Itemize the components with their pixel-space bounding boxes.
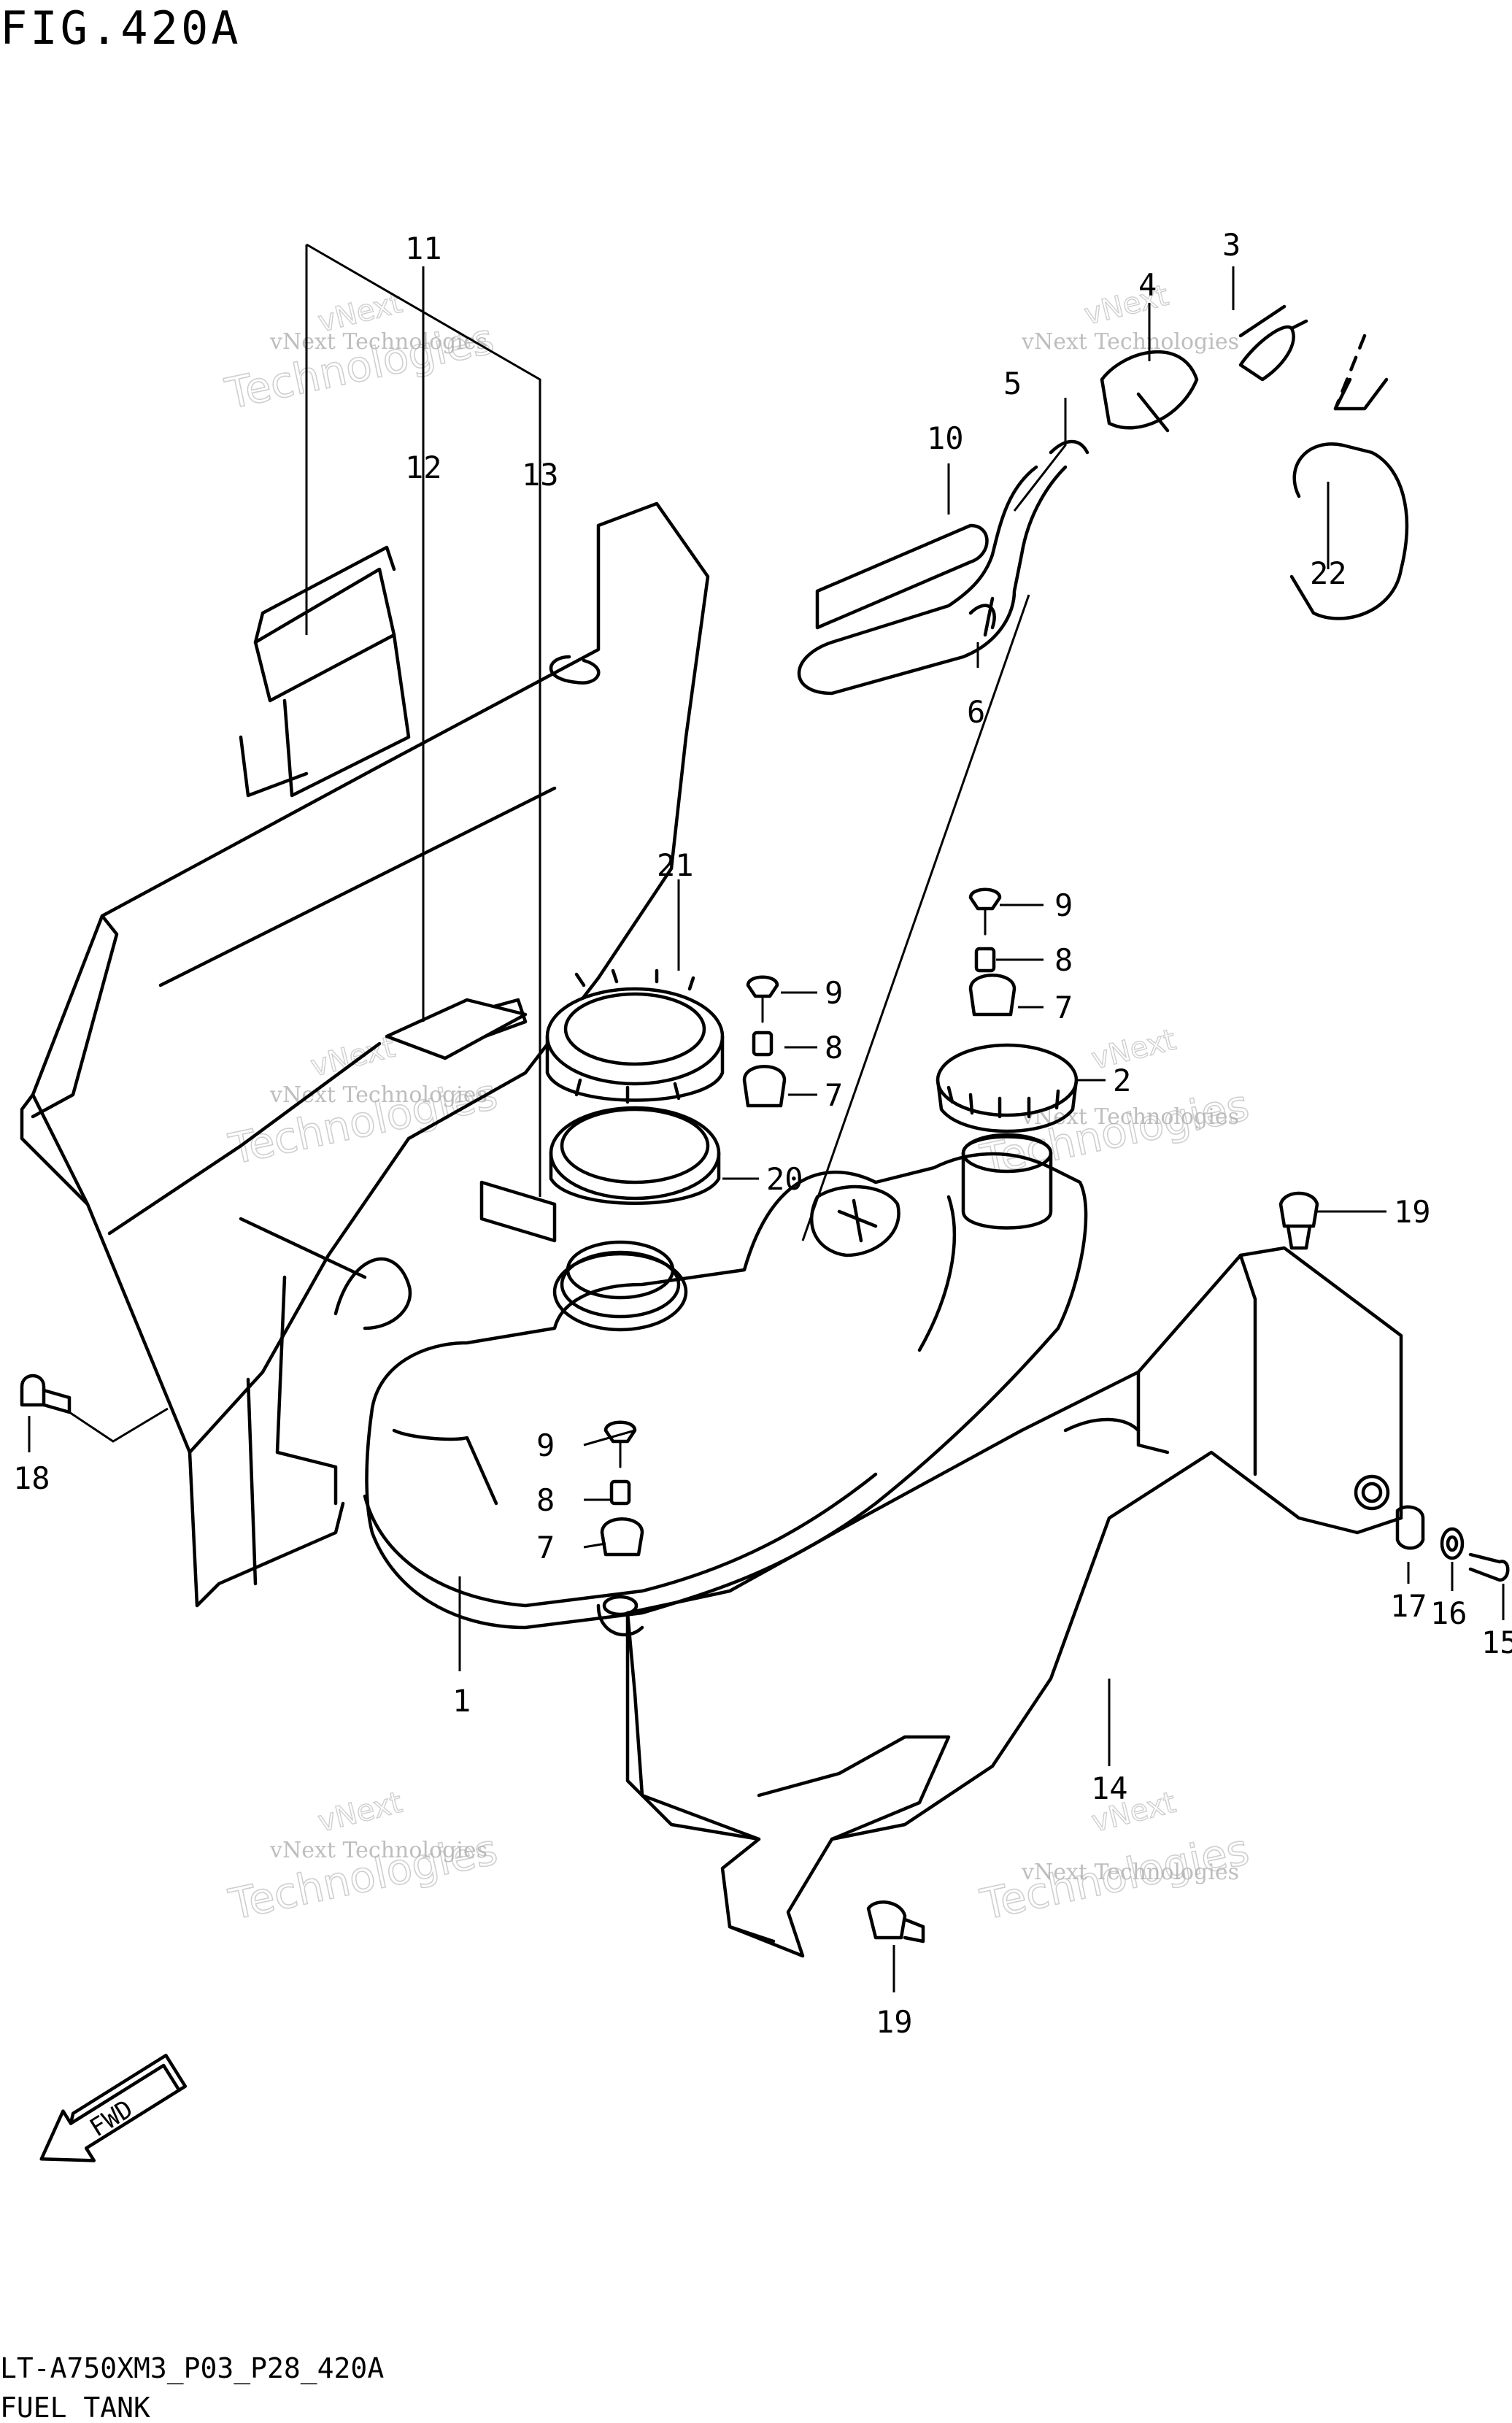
clip-19-lower bbox=[866, 1900, 925, 1944]
svg-text:vNext Technologies: vNext Technologies bbox=[269, 1838, 487, 1863]
callout-5: 5 bbox=[1003, 366, 1022, 401]
screw-set-upper-mid bbox=[742, 975, 787, 1108]
callout-15: 15 bbox=[1481, 1625, 1512, 1660]
callout-9-a: 9 bbox=[1054, 887, 1073, 923]
callout-7-b: 7 bbox=[825, 1077, 843, 1113]
collar-17 bbox=[1395, 1505, 1425, 1550]
leader-lines bbox=[28, 266, 1505, 1992]
bracket-lines-11-13 bbox=[305, 243, 541, 1197]
washer-16 bbox=[1440, 1527, 1465, 1560]
callout-12: 12 bbox=[405, 450, 442, 485]
svg-text:vNext Technologies: vNext Technologies bbox=[1021, 1860, 1239, 1885]
drawing-code: LT-A750XM3_P03_P28_420A bbox=[0, 2352, 384, 2385]
gasket-20 bbox=[549, 1106, 721, 1205]
frame-cover-14 bbox=[625, 1246, 1403, 1958]
watermark-low-left: vNext vNext Technologies Technologies bbox=[224, 1785, 502, 1930]
callout-13: 13 bbox=[522, 457, 559, 493]
callout-19-a: 19 bbox=[1394, 1194, 1431, 1230]
figure-caption: FUEL TANK bbox=[0, 2392, 150, 2423]
svg-text:vNext Technologies: vNext Technologies bbox=[1021, 329, 1239, 355]
callout-17: 17 bbox=[1390, 1588, 1427, 1624]
callout-11: 11 bbox=[405, 231, 442, 266]
callout-3: 3 bbox=[1222, 227, 1241, 263]
watermark-low-right: vNext vNext Technologies Technologies bbox=[976, 1785, 1254, 1930]
callout-9-b: 9 bbox=[825, 975, 843, 1011]
svg-text:vNext: vNext bbox=[307, 1031, 398, 1084]
side-cover-13 bbox=[20, 501, 710, 1608]
fuel-filler-neck bbox=[961, 1133, 1053, 1230]
clip-19-upper bbox=[1278, 1191, 1319, 1250]
callout-22: 22 bbox=[1310, 555, 1347, 591]
svg-text:vNext: vNext bbox=[1081, 279, 1172, 332]
screw-set-upper-right bbox=[968, 887, 1017, 1017]
callout-8-b: 8 bbox=[825, 1030, 843, 1066]
callout-labels: 1 2 3 4 5 6 7 7 7 8 8 8 9 9 9 10 11 12 1… bbox=[13, 227, 1512, 2040]
callout-19-b: 19 bbox=[876, 2004, 913, 2040]
svg-text:vNext: vNext bbox=[1088, 1023, 1179, 1076]
watermark-top-right: vNext vNext Technologies bbox=[1021, 278, 1239, 355]
svg-text:vNext: vNext bbox=[315, 1786, 406, 1839]
fuel-tank-1 bbox=[363, 1152, 1088, 1637]
callout-4: 4 bbox=[1138, 267, 1157, 303]
bolt-18 bbox=[20, 1374, 72, 1414]
callout-2: 2 bbox=[1113, 1063, 1131, 1098]
breather-hose-group bbox=[797, 304, 1409, 696]
callout-14: 14 bbox=[1091, 1771, 1128, 1806]
fwd-arrow-icon: FWD bbox=[39, 2054, 188, 2162]
pad-12 bbox=[385, 998, 528, 1060]
svg-text:Technologies: Technologies bbox=[976, 1825, 1254, 1930]
callout-9-c: 9 bbox=[536, 1428, 555, 1463]
svg-text:vNext Technologies: vNext Technologies bbox=[269, 1082, 487, 1108]
callout-1: 1 bbox=[452, 1683, 471, 1719]
fuel-cap-2 bbox=[936, 1043, 1079, 1133]
lock-ring-21 bbox=[545, 968, 725, 1104]
watermark-group: vNext vNext Technologies Technologies vN… bbox=[220, 278, 1254, 1930]
callout-8-c: 8 bbox=[536, 1482, 555, 1518]
watermark-top-left: vNext vNext Technologies Technologies bbox=[220, 285, 498, 420]
callout-7-a: 7 bbox=[1054, 990, 1073, 1025]
callout-16: 16 bbox=[1430, 1595, 1467, 1631]
callout-21: 21 bbox=[657, 847, 694, 883]
callout-18: 18 bbox=[13, 1460, 50, 1496]
bolt-15 bbox=[1468, 1552, 1510, 1582]
callout-8-a: 8 bbox=[1054, 942, 1073, 978]
figure-title: FIG.420A bbox=[0, 1, 242, 55]
callout-10: 10 bbox=[927, 420, 964, 456]
screw-set-lower bbox=[600, 1420, 644, 1557]
callout-20: 20 bbox=[766, 1161, 803, 1197]
callout-6: 6 bbox=[967, 694, 985, 730]
callout-7-c: 7 bbox=[536, 1530, 555, 1565]
